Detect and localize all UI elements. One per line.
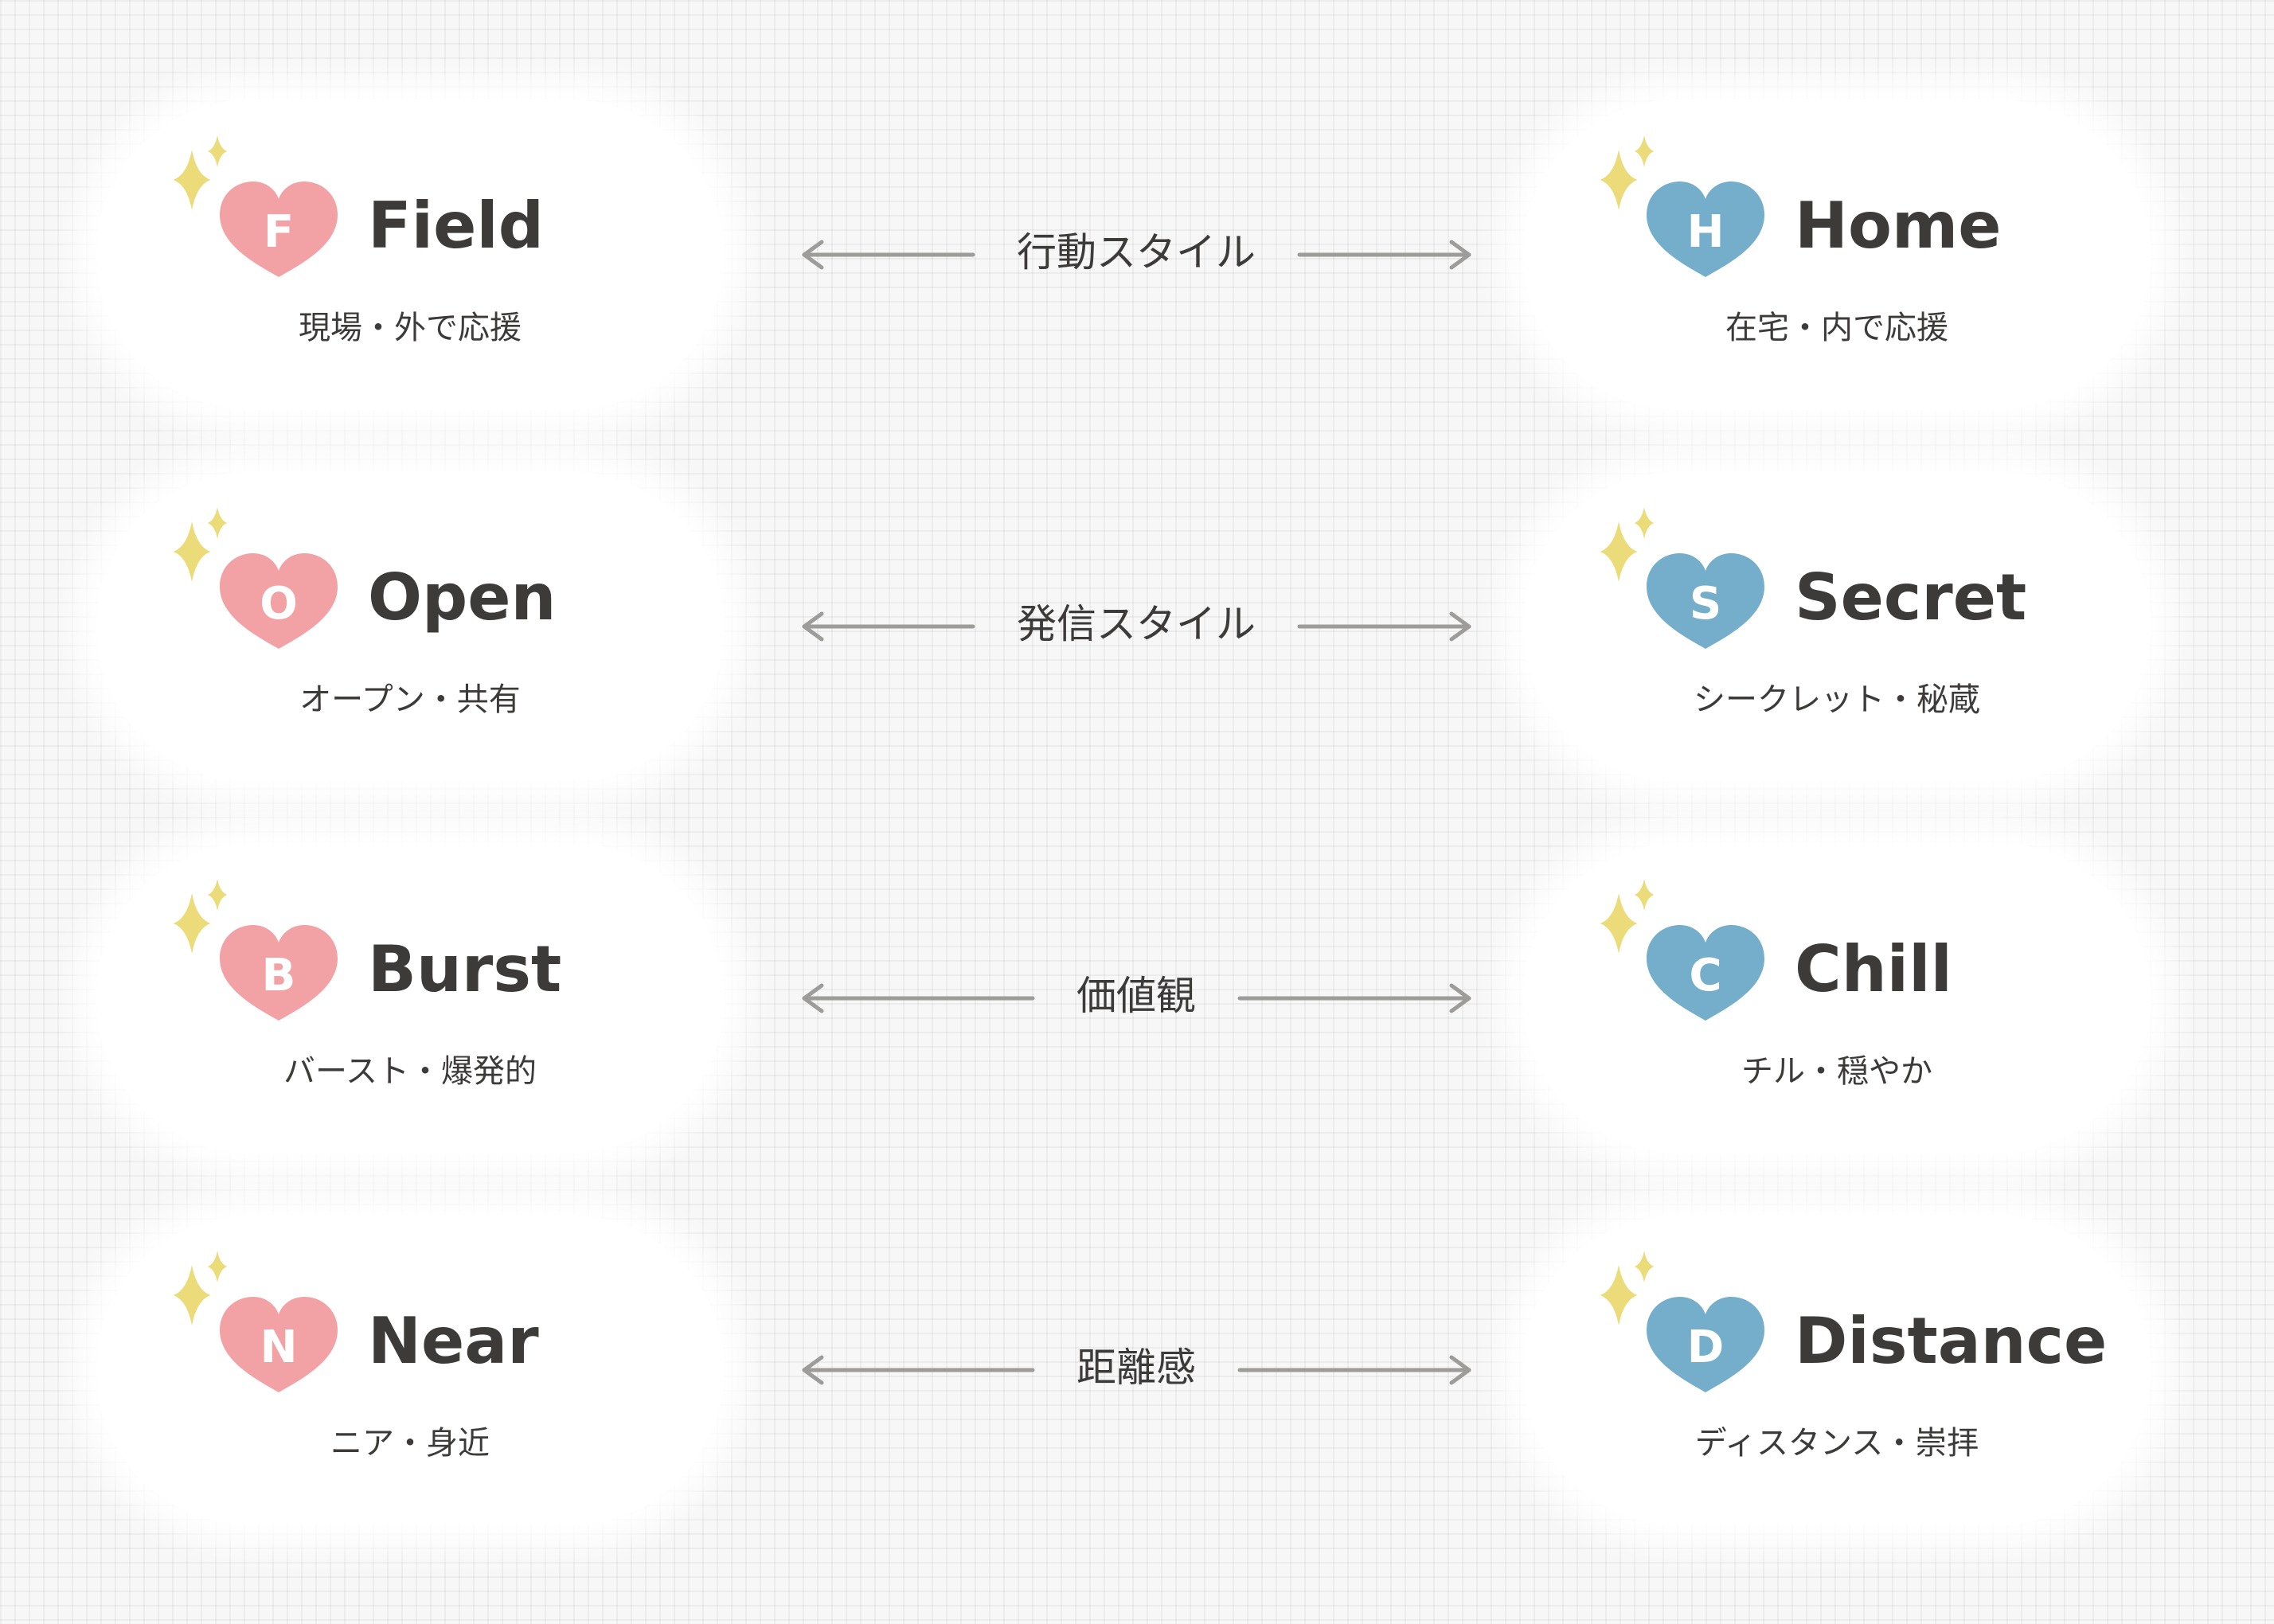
sparkle-icon — [1600, 1251, 1655, 1325]
heart-letter: N — [260, 1321, 298, 1373]
sparkle-icon — [173, 507, 228, 582]
sparkle-icon — [1600, 507, 1655, 582]
card-title: Home — [1795, 189, 2002, 263]
left-card-near — [96, 1215, 725, 1525]
heart-letter: F — [263, 205, 295, 258]
heart-letter: H — [1686, 205, 1725, 258]
arrow-right-head — [1449, 240, 1471, 270]
heart-letter: C — [1689, 949, 1722, 1001]
card-subtitle: 現場・外で応援 — [299, 310, 522, 346]
right-card-home — [1522, 100, 2151, 410]
card-subtitle: 在宅・内で応援 — [1725, 310, 1948, 346]
heart-icon — [220, 1297, 338, 1392]
card-subtitle: バースト・爆発的 — [283, 1053, 537, 1090]
heart-icon — [220, 925, 338, 1021]
card-subtitle: チル・穏やか — [1741, 1053, 1932, 1090]
arrow-left-head — [802, 611, 824, 642]
sparkle-icon — [173, 135, 228, 210]
heart-letter: D — [1686, 1321, 1725, 1373]
sparkle-icon — [173, 1251, 228, 1325]
sparkle-icon — [173, 879, 228, 954]
sparkle-icon — [1600, 879, 1655, 954]
heart-icon — [1647, 182, 1764, 277]
heart-letter: O — [260, 577, 298, 630]
heart-icon — [1647, 1297, 1764, 1392]
axis-label: 行動スタイル — [1017, 229, 1256, 275]
heart-icon — [220, 553, 338, 649]
heart-icon — [220, 182, 338, 277]
left-card-open — [96, 471, 725, 782]
arrow-right-head — [1449, 1355, 1471, 1385]
arrow-right-head — [1449, 611, 1471, 642]
card-subtitle: ニア・身近 — [330, 1425, 490, 1462]
card-title: Secret — [1795, 560, 2027, 634]
heart-icon — [1647, 925, 1764, 1021]
bidirectional-arrow — [802, 1355, 1471, 1385]
card-subtitle: ディスタンス・崇拝 — [1694, 1425, 1979, 1462]
heart-letter: B — [261, 949, 296, 1001]
right-card-chill — [1522, 843, 2151, 1154]
arrow-left-head — [802, 240, 824, 270]
bidirectional-arrow — [802, 611, 1471, 642]
right-card-secret — [1522, 471, 2151, 782]
heart-letter: S — [1689, 577, 1722, 630]
axis-label: 価値観 — [1076, 973, 1196, 1019]
left-card-burst — [96, 843, 725, 1154]
card-subtitle: シークレット・秘蔵 — [1694, 681, 1980, 718]
arrow-right-head — [1449, 983, 1471, 1013]
card-title: Open — [368, 560, 557, 634]
sparkle-icon — [1600, 135, 1655, 210]
bidirectional-arrow — [802, 983, 1471, 1013]
left-card-field — [96, 100, 725, 410]
card-title: Field — [368, 189, 545, 263]
card-title: Burst — [368, 932, 562, 1006]
arrow-left-head — [802, 983, 824, 1013]
card-title: Chill — [1795, 932, 1952, 1006]
card-subtitle: オープン・共有 — [299, 681, 521, 718]
axis-label: 発信スタイル — [1017, 601, 1256, 647]
right-card-distance — [1522, 1215, 2151, 1525]
card-title: Near — [368, 1304, 539, 1378]
arrow-left-head — [802, 1355, 824, 1385]
card-title: Distance — [1795, 1304, 2108, 1378]
heart-icon — [1647, 553, 1764, 649]
bidirectional-arrow — [802, 240, 1471, 270]
axis-label: 距離感 — [1076, 1345, 1196, 1391]
